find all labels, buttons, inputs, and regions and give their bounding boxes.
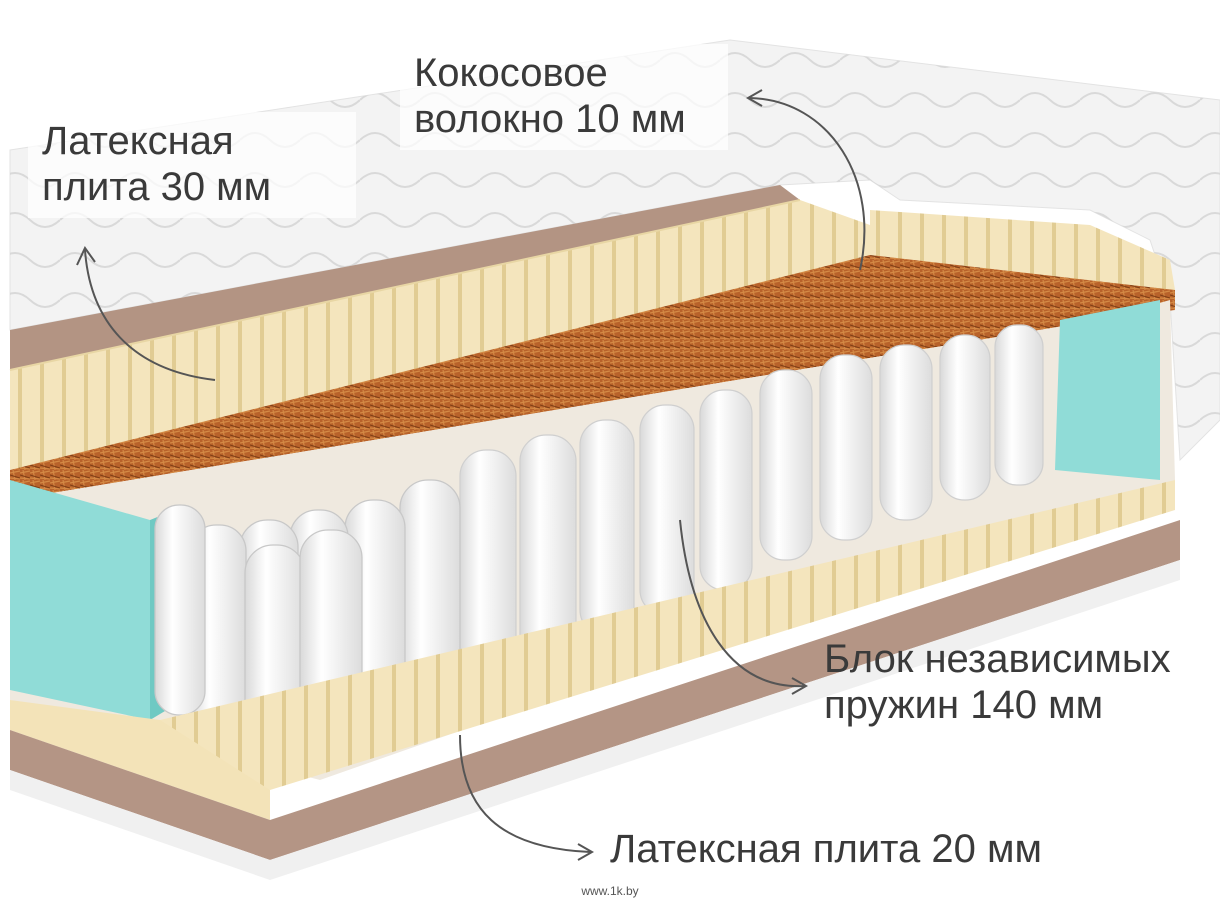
foam-side-left [10, 480, 150, 720]
arrow-coconut [749, 97, 866, 271]
arrow-springs [679, 519, 806, 688]
label-latex-top: Латексная плита 30 мм [28, 112, 356, 218]
pocket-springs-back [459, 324, 1044, 686]
label-coconut-fiber: Кокосовое волокно 10 мм [400, 44, 728, 150]
pocket-springs-front [154, 479, 461, 761]
foam-side-right [1055, 300, 1160, 480]
arrow-latex-bottom [459, 734, 591, 853]
label-spring-block: Блок независимых пружин 140 мм [824, 637, 1171, 727]
latex-layer-top [10, 200, 870, 470]
coconut-layer [10, 255, 1175, 500]
top-lining-layer [10, 185, 800, 370]
latex-layer-bottom [160, 480, 1175, 790]
leader-arrows [76, 89, 866, 861]
arrow-latex-top [84, 249, 216, 381]
label-latex-bottom: Латексная плита 20 мм [610, 827, 1042, 871]
watermark-text: www.1k.by [581, 884, 639, 898]
